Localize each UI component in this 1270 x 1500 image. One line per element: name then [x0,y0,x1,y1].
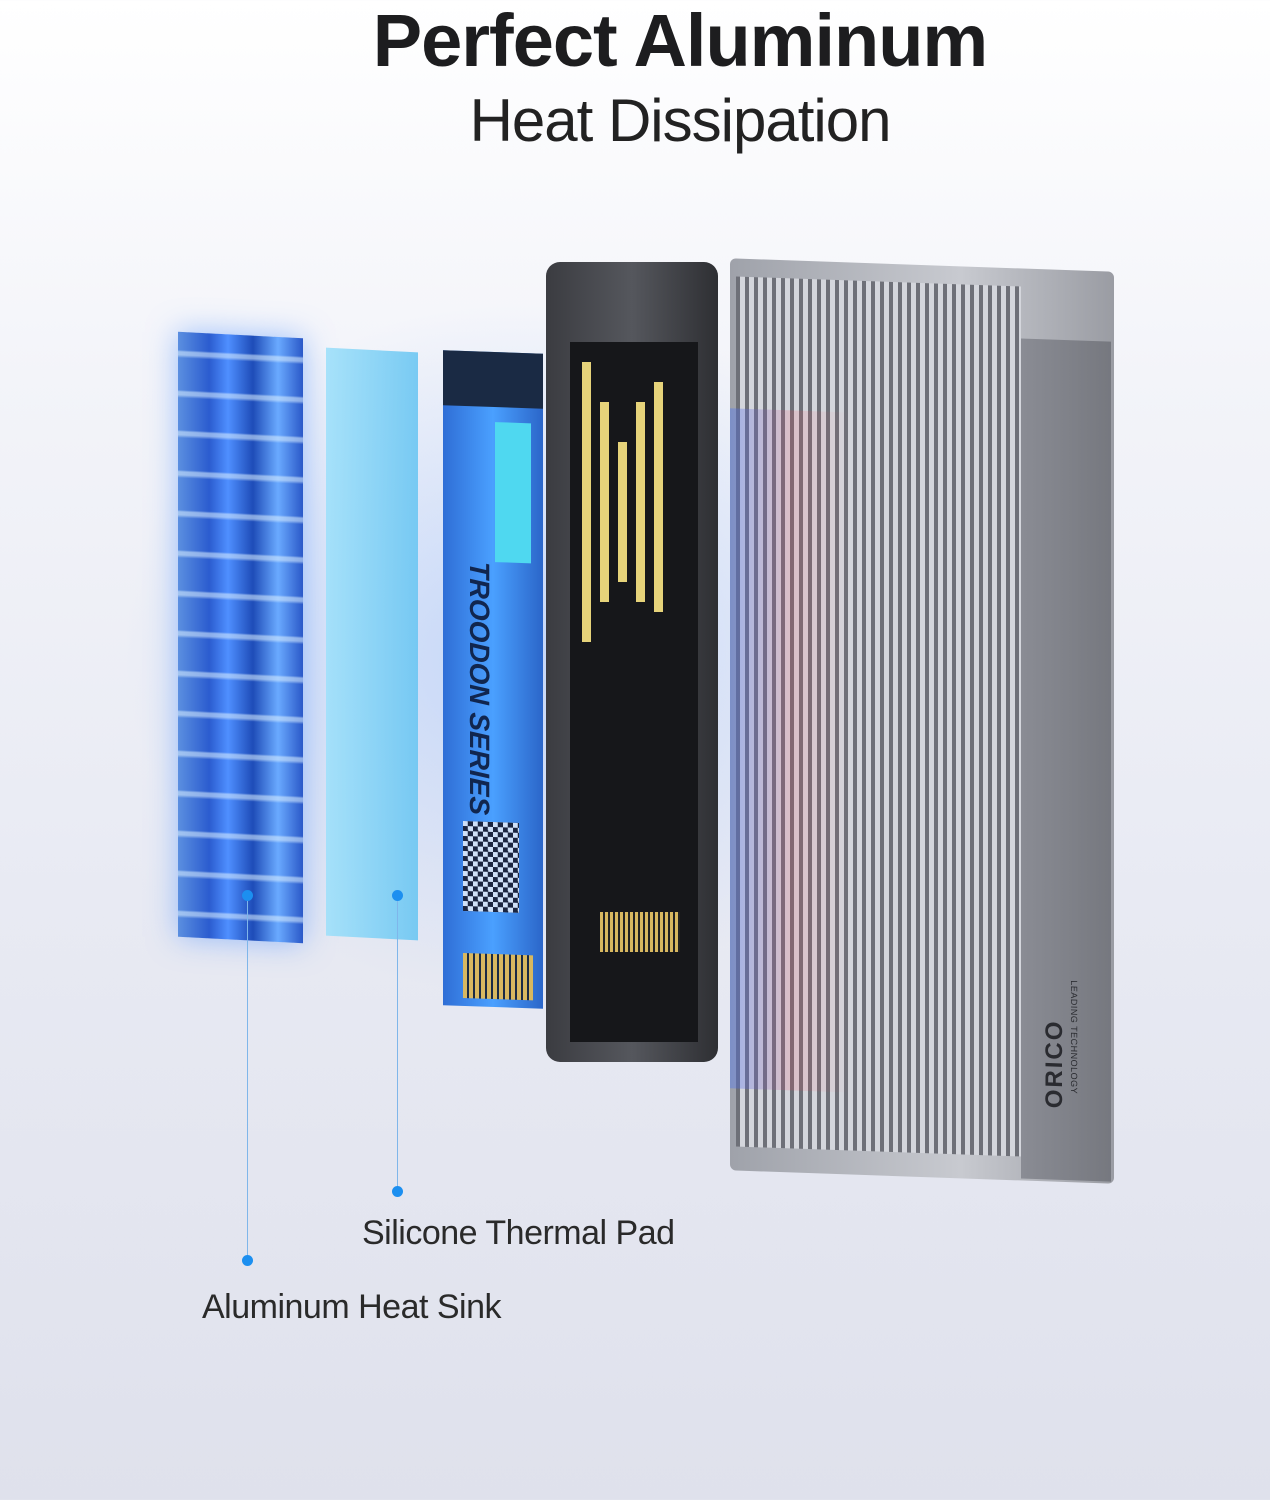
callout-heat-sink: Aluminum Heat Sink [202,1288,502,1326]
aluminum-heat-sink-image [178,331,303,944]
thermal-pad-dot-end [392,1186,403,1197]
heat-sink-dot-end [242,1255,253,1266]
enclosure-tray-image [546,262,718,1062]
heat-sink-dot [242,890,253,901]
heat-sink-leader-line [247,896,248,1261]
m2-ssd-image: TROODON SERIES [443,350,543,1009]
qr-code [463,820,519,913]
ssd-series-text: TROODON SERIES [464,560,495,816]
headline-title: Perfect Aluminum [372,0,988,82]
m2-slot [600,912,680,952]
ssd-connector [463,952,533,1001]
aluminum-case-image: ORICO LEADING TECHNOLOGY [730,258,1114,1184]
thermal-pad-leader-line [397,896,398,1191]
thermal-pad-dot [392,890,403,901]
thermal-pad-image [326,347,418,941]
callout-thermal-pad: Silicone Thermal Pad [362,1214,675,1252]
orico-tagline: LEADING TECHNOLOGY [1069,980,1079,1095]
headline-subtitle: Heat Dissipation [469,87,892,154]
ssd-brand-label [495,422,531,564]
orico-logo: ORICO [1041,1019,1068,1109]
